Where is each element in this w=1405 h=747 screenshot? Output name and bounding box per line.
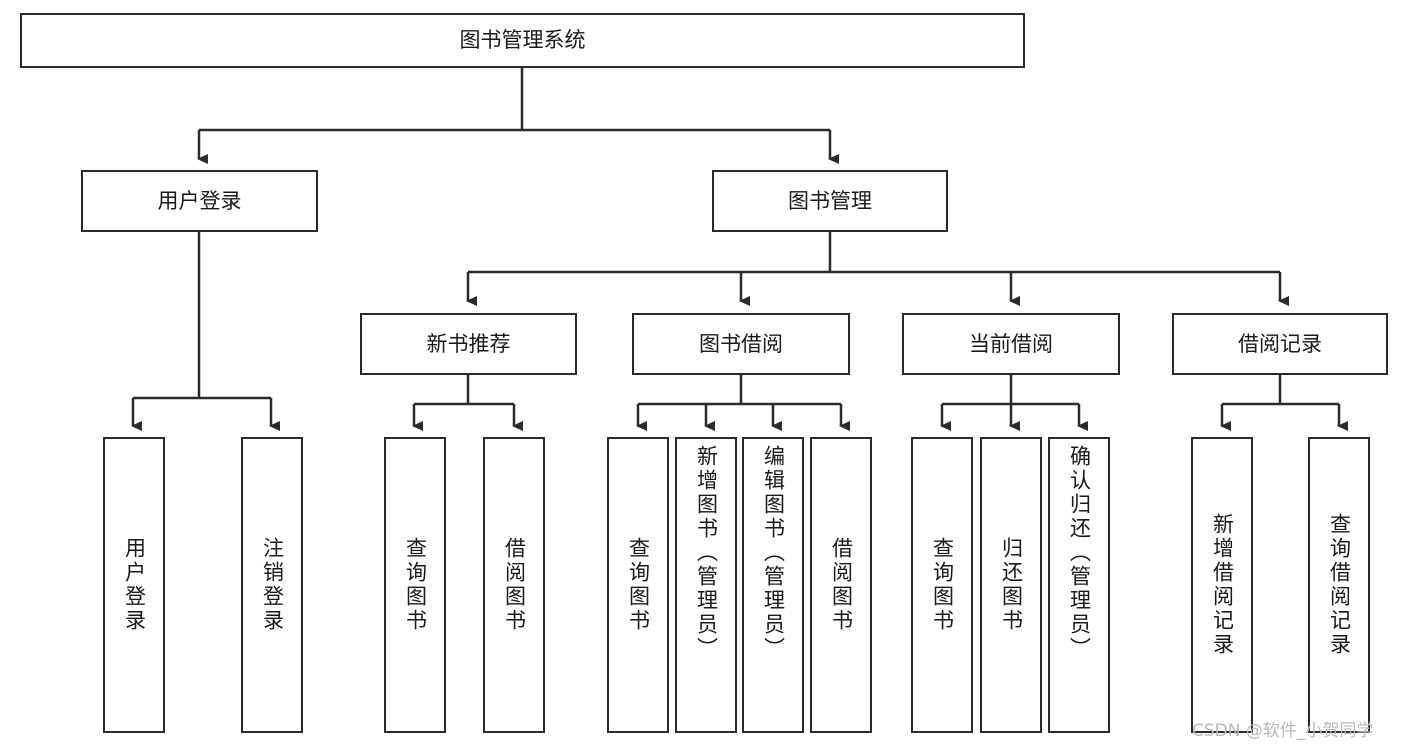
node-root-book-management-system[interactable]: 图书管理系统 [20, 13, 1025, 68]
leaf-confirm-return-admin[interactable]: 确认归还（管理员） [1048, 437, 1110, 733]
node-label: 借阅图书 [829, 537, 854, 633]
leaf-edit-book-admin[interactable]: 编辑图书（管理员） [742, 437, 804, 733]
leaf-add-book-admin[interactable]: 新增图书（管理员） [675, 437, 737, 733]
leaf-borrow-book[interactable]: 借阅图书 [810, 437, 872, 733]
leaf-query-borrow-record[interactable]: 查询借阅记录 [1308, 437, 1370, 733]
leaf-query-book-borrow[interactable]: 查询图书 [607, 437, 669, 733]
node-label: 当前借阅 [969, 331, 1053, 356]
node-label: 图书管理 [788, 188, 872, 213]
leaf-return-book[interactable]: 归还图书 [980, 437, 1042, 733]
leaf-borrow-book-recommend[interactable]: 借阅图书 [483, 437, 545, 733]
node-label: 新增图书（管理员） [694, 445, 719, 661]
node-label: 查询借阅记录 [1327, 513, 1352, 657]
node-new-book-recommendation[interactable]: 新书推荐 [360, 313, 577, 375]
node-book-borrowing[interactable]: 图书借阅 [632, 313, 850, 375]
node-user-login[interactable]: 用户登录 [81, 170, 318, 232]
node-current-borrowing[interactable]: 当前借阅 [902, 313, 1120, 375]
node-label: 注销登录 [260, 537, 285, 633]
node-label: 编辑图书（管理员） [761, 445, 786, 661]
node-label: 新增借阅记录 [1210, 513, 1235, 657]
leaf-query-book-recommend[interactable]: 查询图书 [384, 437, 446, 733]
node-label: 用户登录 [122, 537, 147, 633]
node-label: 用户登录 [157, 188, 242, 213]
leaf-logout[interactable]: 注销登录 [241, 437, 303, 733]
leaf-user-login[interactable]: 用户登录 [103, 437, 165, 733]
node-label: 确认归还（管理员） [1067, 445, 1092, 661]
node-label: 查询图书 [626, 537, 651, 633]
node-label: 借阅图书 [502, 537, 527, 633]
leaf-add-borrow-record[interactable]: 新增借阅记录 [1191, 437, 1253, 733]
node-label: 查询图书 [403, 537, 428, 633]
node-label: 归还图书 [999, 537, 1024, 633]
node-label: 查询图书 [930, 537, 955, 633]
leaf-query-book-current[interactable]: 查询图书 [911, 437, 973, 733]
node-label: 图书借阅 [699, 331, 783, 356]
node-label: 借阅记录 [1238, 331, 1322, 356]
node-borrowing-records[interactable]: 借阅记录 [1172, 313, 1388, 375]
csdn-watermark: CSDN @软件_小贺同学 [1192, 721, 1374, 741]
node-label: 新书推荐 [426, 331, 511, 356]
node-label: 图书管理系统 [459, 28, 586, 53]
node-book-management[interactable]: 图书管理 [712, 170, 948, 232]
